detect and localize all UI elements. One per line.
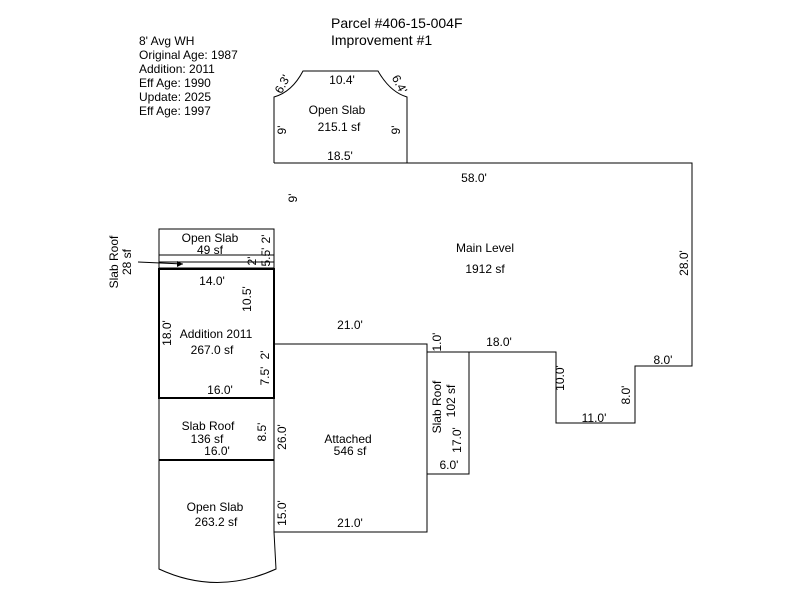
- dim-17: 17.0': [450, 427, 464, 453]
- open-slab-top-name: Open Slab: [309, 103, 366, 117]
- arrow-line: [137, 261, 184, 265]
- dim-8-side: 8.0': [619, 386, 633, 405]
- dim-8-top: 8.0': [654, 353, 673, 367]
- open-slab-bottom-outline: [158, 459, 277, 583]
- improvement-label: Improvement #1: [331, 32, 432, 48]
- dim-18-5: 18.5': [327, 149, 353, 163]
- slab-roof-small-size: 28 sf: [120, 248, 134, 275]
- open-slab-small-size: 49 sf: [197, 243, 224, 257]
- dim-26: 26.0': [275, 424, 289, 450]
- main-level-size: 1912 sf: [465, 262, 505, 276]
- dim-6-3: 6.3': [272, 72, 293, 95]
- note-update: Update: 2025: [139, 90, 211, 104]
- open-slab-small-outline: [158, 228, 275, 263]
- dim-2-a: 2': [259, 235, 273, 244]
- dim-10-5: 10.5': [240, 286, 254, 312]
- dim-9-main: 9': [286, 194, 300, 203]
- dim-5-5: 5.5': [259, 248, 273, 267]
- slab-roof-right-size: 102 sf: [444, 384, 458, 417]
- dim-6-0: 6.0': [440, 458, 459, 472]
- dim-10-0: 10.0': [553, 365, 567, 391]
- note-eff-age-1: Eff Age: 1990: [139, 76, 211, 90]
- dim-14: 14.0': [199, 274, 225, 288]
- open-slab-top-outline: [273, 70, 408, 163]
- dim-15: 15.0': [275, 500, 289, 526]
- slab-roof-mid-size: 136 sf: [191, 432, 224, 446]
- dim-11: 11.0': [582, 411, 607, 425]
- dim-2-b: 2': [245, 257, 259, 266]
- slab-roof-right-name: Slab Roof: [430, 380, 444, 433]
- open-slab-small-name: Open Slab: [182, 231, 239, 245]
- dim-8-5: 8.5': [255, 423, 269, 442]
- dim-7-5: 7.5': [258, 367, 272, 386]
- dim-16-add: 16.0': [207, 383, 233, 397]
- dim-21-bottom: 21.0': [337, 516, 363, 530]
- dim-18-right: 18.0': [486, 335, 512, 349]
- note-original-age: Original Age: 1987: [139, 48, 238, 62]
- slab-roof-mid-name: Slab Roof: [182, 419, 235, 433]
- attached-size: 546 sf: [334, 444, 367, 458]
- main-level-outline: [273, 162, 693, 424]
- dim-9-left: 9': [275, 126, 289, 135]
- main-level-name: Main Level: [456, 241, 514, 255]
- note-eff-age-2: Eff Age: 1997: [139, 104, 211, 118]
- dim-10-4: 10.4': [329, 73, 355, 87]
- addition-name: Addition 2011: [180, 327, 253, 341]
- dim-2-c: 2': [258, 351, 272, 360]
- open-slab-bottom-name: Open Slab: [187, 500, 244, 514]
- dim-6-4: 6.4': [389, 72, 410, 95]
- dim-58: 58.0': [461, 171, 487, 185]
- dim-16-mid: 16.0': [204, 444, 230, 458]
- dim-9-right: 9': [389, 126, 403, 135]
- dim-21-top: 21.0': [337, 318, 363, 332]
- dim-28: 28.0': [677, 250, 691, 276]
- arrow-head-icon: [177, 261, 183, 267]
- note-avg-wall-height: 8' Avg WH: [139, 34, 194, 48]
- note-addition: Addition: 2011: [139, 62, 215, 76]
- attached-name: Attached: [324, 432, 371, 446]
- dim-18-add: 18.0': [160, 320, 174, 346]
- open-slab-top-size: 215.1 sf: [318, 120, 361, 134]
- open-slab-bottom-size: 263.2 sf: [195, 515, 238, 529]
- addition-size: 267.0 sf: [191, 343, 234, 357]
- slab-roof-right-outline: [426, 351, 470, 475]
- dim-1-0: 1.0': [430, 333, 444, 352]
- slab-roof-small-name: Slab Roof: [107, 235, 121, 288]
- parcel-number: Parcel #406-15-004F: [331, 15, 463, 31]
